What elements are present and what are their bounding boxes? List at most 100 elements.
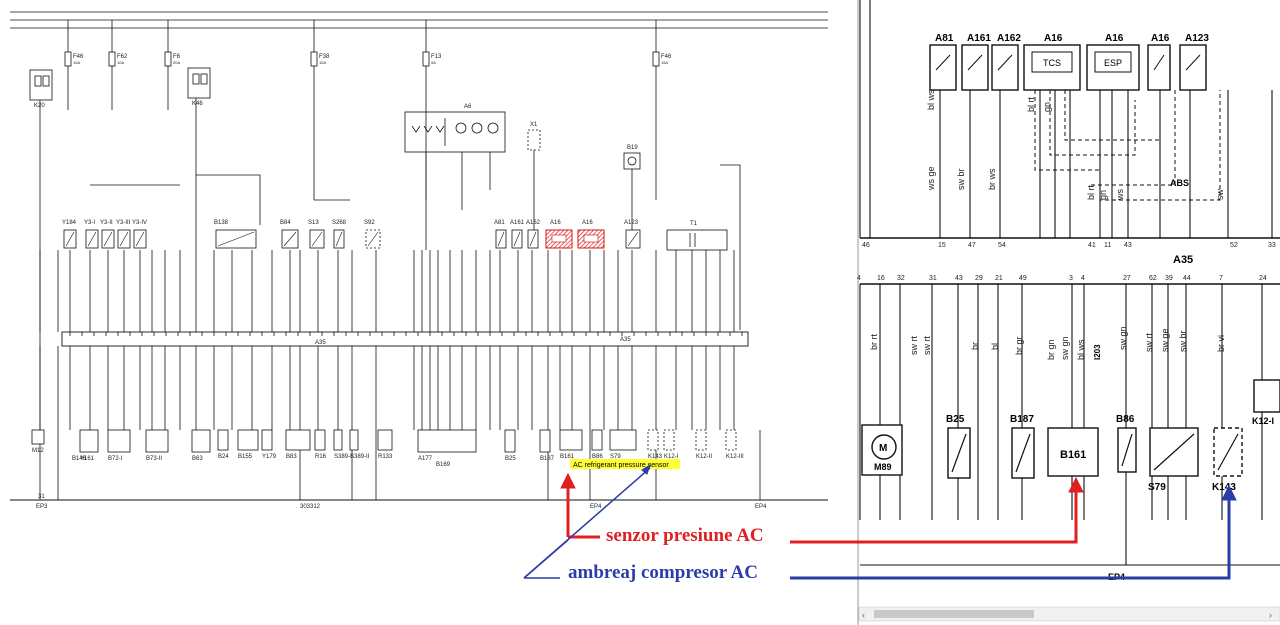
label-B146: B146 (72, 456, 87, 462)
right-top-pin-4: 41 (1088, 242, 1096, 249)
right-bottom-wire-label-6: br gn (1046, 339, 1056, 360)
right-comp-label-1: B25 (946, 414, 965, 425)
component-S79 (609, 429, 637, 451)
right-top-wire-label-6: bl rt (1086, 184, 1096, 200)
right-top-pin-1: 15 (938, 242, 946, 249)
right-top-wire-label-0: bl ws (926, 89, 936, 110)
right-comp-label-0: M89 (874, 462, 892, 472)
label-B73-II-3: B73-II (146, 456, 162, 462)
right-comp-label-7: K12-I (1252, 416, 1274, 426)
panel-gap (830, 0, 858, 625)
right-top-pin-8: 33 (1268, 242, 1276, 249)
tcs-text: TCS (1043, 58, 1061, 68)
label-Y184: Y184 (62, 220, 77, 226)
connector-X1 (527, 129, 541, 151)
label-Y179-8: Y179 (262, 454, 277, 460)
callout-pressure-sensor: senzor presiune AC (606, 525, 764, 546)
label-A177-14: A177 (418, 456, 433, 462)
label-A81: A81 (494, 220, 505, 226)
fuse-rating-4: 5A (431, 60, 436, 65)
component-B25 (504, 429, 516, 453)
label-B83-9: B83 (286, 454, 297, 460)
right-bottom-pin-15: 24 (1259, 275, 1267, 282)
right-bottom-pin-12: 39 (1165, 275, 1173, 282)
right-label-1: A161 (967, 33, 991, 44)
ac-pressure-sensor-highlight: AC refrigerant pressure sensor (573, 462, 669, 469)
right-label-0: A81 (935, 33, 954, 44)
right-bottom-pin-10: 27 (1123, 275, 1131, 282)
X1-label: X1 (530, 122, 538, 128)
component-R16 (314, 429, 326, 451)
label-K12-I-22: K12-I (664, 454, 679, 460)
diagram-code: 303312 (300, 504, 321, 510)
right-top-pin-3: 54 (998, 242, 1006, 249)
right-component-B161 (1047, 427, 1099, 477)
right-label-2: A162 (997, 33, 1021, 44)
T1-label: T1 (690, 221, 698, 227)
label-A16-a: A16 (550, 220, 561, 226)
label-S79-20: S79 (610, 454, 621, 460)
right-top-wire-label-3: br ws (987, 168, 997, 190)
esp-indicator (1094, 51, 1132, 73)
label-R16-10: R16 (315, 454, 327, 460)
component-B187 (539, 429, 551, 453)
component-Y161 (79, 429, 99, 453)
label-Y3-III: Y3-III (116, 220, 131, 226)
scrollbar-thumb[interactable] (874, 610, 1034, 618)
label-S389-I-11: S389-I (334, 454, 352, 460)
component-K12-III (725, 429, 737, 451)
right-comp-label-5: S79 (1148, 482, 1166, 493)
right-comp-label-4: B86 (1116, 414, 1135, 425)
fuse-F46 (64, 51, 72, 67)
right-bottom-pin-0: 4 (857, 275, 861, 282)
svg-text:M: M (879, 443, 887, 454)
ground-EP4-b: EP4 (755, 504, 767, 510)
abs-label: ABS (1170, 178, 1189, 188)
right-comp-label-6: K143 (1212, 482, 1236, 493)
component-R133 (377, 429, 393, 451)
right-bottom-pin-2: 32 (897, 275, 905, 282)
right-bottom-pin-8: 3 (1069, 275, 1073, 282)
A35-connector-label-left: A35 (315, 340, 326, 346)
fuse-rating-5: 15A (661, 60, 668, 65)
horizontal-scrollbar[interactable]: ‹ › (858, 606, 1280, 622)
scroll-right-icon[interactable]: › (1269, 610, 1272, 620)
right-bottom-pin-3: 31 (929, 275, 937, 282)
right-bottom-wire-label-9: sw gn (1118, 326, 1128, 350)
right-top-wire-label-2: sw br (956, 168, 966, 190)
relay-K20-label: K20 (34, 103, 45, 109)
label-A123: A123 (624, 220, 639, 226)
right-bottom-wire-label-10: sw rt (1144, 333, 1154, 352)
right-module-A161-1 (961, 44, 989, 91)
transformer-T1 (666, 229, 728, 251)
component-B24 (217, 429, 229, 451)
label-S13: S13 (308, 220, 319, 226)
label-Y3-II: Y3-II (100, 220, 113, 226)
fuse-F46 (652, 51, 660, 67)
right-bottom-wire-label-4: bl (990, 343, 1000, 350)
right-module-A123-6 (1179, 44, 1207, 91)
right-top-wire-label-4: bl rt (1026, 96, 1036, 112)
scroll-left-icon[interactable]: ‹ (862, 610, 865, 620)
component-B72-I (107, 429, 131, 453)
label-S92: S92 (364, 220, 375, 226)
right-bottom-pin-1: 16 (877, 275, 885, 282)
label-A162: A162 (526, 220, 541, 226)
component-B86 (591, 429, 603, 451)
A35-connector-label-left-2: A35 (620, 337, 631, 343)
right-top-wire-label-8: ws (1115, 189, 1125, 201)
right-module-A16-5 (1147, 44, 1171, 91)
label-B72-I-2: B72-I (108, 456, 123, 462)
right-bottom-pin-5: 29 (975, 275, 983, 282)
fuse-rating-0: 15A (73, 60, 80, 65)
callout-compressor-clutch: ambreaj compresor AC (568, 562, 758, 583)
label-Y3-I: Y3-I (84, 220, 95, 226)
label-Y3-IV: Y3-IV (132, 220, 147, 226)
right-top-wire-label-7: gn (1098, 190, 1108, 200)
component-K12-II (695, 429, 707, 451)
rail-31-label: 31 (38, 494, 45, 500)
tcs-indicator (1031, 51, 1073, 73)
